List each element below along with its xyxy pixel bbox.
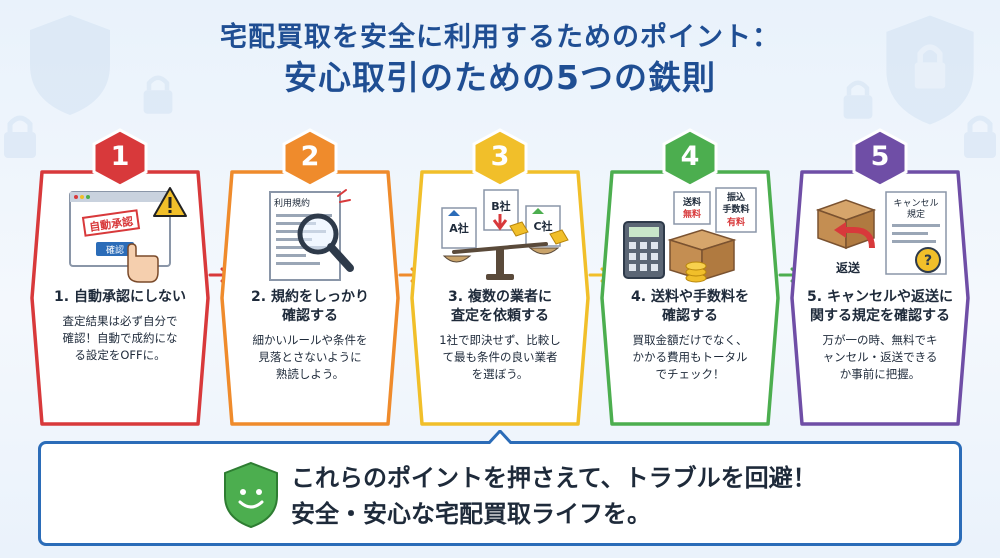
return-label: 返送 — [836, 260, 861, 275]
step-description: 査定結果は必ず自分で 確認！自動で成約にな る設定をOFFに。 — [62, 314, 178, 362]
background-shield-icon — [30, 15, 110, 115]
box-icon — [667, 229, 737, 282]
svg-text:手数料: 手数料 — [722, 203, 749, 215]
step-description: 買取金額だけでなく、 かかる費用もトータル でチェック！ — [632, 333, 748, 381]
step-illustration: A社 B社 C社 — [441, 189, 569, 280]
svg-text:A社: A社 — [449, 221, 469, 235]
background-lock-icon — [4, 115, 36, 158]
auto-approve-stamp: 自動承認 — [88, 214, 134, 234]
svg-text:B社: B社 — [491, 199, 510, 213]
step-badge — [852, 128, 908, 188]
calculator-icon — [623, 221, 665, 279]
step-heading: 4. 送料や手数料を 確認する — [631, 289, 749, 324]
svg-text:有料: 有料 — [727, 216, 745, 228]
step-heading: 2. 規約をしっかり 確認する — [251, 289, 369, 324]
background-shield-icon — [886, 15, 974, 125]
step-badge — [92, 128, 148, 188]
svg-text:?: ? — [924, 253, 932, 269]
background-lock-icon — [843, 80, 873, 119]
step-illustration: 利用規約 — [269, 189, 354, 281]
svg-text:送料: 送料 — [682, 196, 701, 208]
step-description: 万が一の時、無料でキ ャンセル・返送できる か事前に把握。 — [822, 333, 938, 381]
step-number: 1 — [110, 141, 130, 172]
pointing-hand-icon — [127, 243, 159, 283]
confirm-button-label: 確認 — [106, 244, 124, 256]
browser-window-icon — [69, 191, 171, 267]
company-b-doc: B社 — [483, 189, 519, 231]
step-card-3: 3 A社 B社 C社 3. 複数の業者に 査定を — [410, 128, 590, 428]
svg-text:無料: 無料 — [683, 208, 701, 220]
svg-text:規定: 規定 — [907, 208, 925, 220]
return-arrow-icon — [834, 222, 875, 249]
step-illustration: 自動承認 確認 — [69, 187, 187, 283]
step-illustration: 送料 無料 振込 手数料 有料 — [623, 187, 757, 283]
svg-text:振込: 振込 — [727, 191, 745, 203]
step-badge — [472, 128, 528, 188]
scale-icon — [442, 242, 560, 280]
smiling-shield-icon — [224, 461, 278, 529]
summary-message: これらのポイントを押さえて、トラブルを回避！ 安全・安心な宅配買取ライフを。 — [291, 464, 817, 528]
summary-banner: これらのポイントを押さえて、トラブルを回避！ 安全・安心な宅配買取ライフを。 — [38, 441, 962, 546]
page-title: 宅配買取を安全に利用するためのポイント： 安心取引のための5つの鉄則 — [0, 20, 1000, 100]
background-lock-icon — [143, 75, 173, 114]
title-line-2: 安心取引のための5つの鉄則 — [284, 58, 716, 97]
step-number: 2 — [300, 141, 320, 172]
terms-doc-title: 利用規約 — [274, 197, 310, 209]
step-description: 1社で即決せず、比較し て最も条件の良い業者 を選ぼう。 — [439, 333, 561, 381]
price-tag-icon — [509, 221, 569, 245]
step-badge — [282, 128, 338, 188]
svg-text:キャンセル: キャンセル — [893, 198, 938, 209]
step-card-1: 1 自動承認 確認 1. 自動承認にしない 査定結果は必ず自分で 確認！自動で成… — [30, 128, 210, 428]
step-card-4: 4 送料 無料 振込 手数料 — [600, 128, 780, 428]
step-heading: 1. 自動承認にしない — [54, 289, 186, 305]
coins-icon — [685, 261, 707, 283]
step-illustration: 返送 キャンセル 規定 ? — [815, 191, 947, 275]
magnifier-icon — [297, 213, 354, 272]
svg-text:C社: C社 — [533, 219, 552, 233]
background-lock-icon — [964, 115, 996, 158]
step-card-5: 5 返送 キャンセル 規定 ? 5. キャンセルや返送に 関する規定を確認する … — [790, 128, 970, 428]
step-card-2: 2 利用規約 2. 規約をしっかり 確認する 細かいルールや条件を 見落とさない… — [220, 128, 400, 428]
step-heading: 3. 複数の業者に 査定を依頼する — [448, 289, 552, 324]
step-number: 4 — [680, 141, 700, 172]
step-number: 5 — [870, 141, 890, 172]
fee-note: 振込 手数料 有料 — [715, 187, 757, 233]
company-a-doc: A社 — [441, 207, 477, 249]
warning-icon — [153, 187, 187, 217]
card-frame — [220, 170, 400, 426]
banner-pointer — [488, 430, 512, 444]
step-badge — [662, 128, 718, 188]
title-line-1: 宅配買取を安全に利用するためのポイント： — [220, 22, 780, 53]
step-number: 3 — [490, 141, 510, 172]
shipping-free-note: 送料 無料 — [673, 191, 711, 225]
step-heading: 5. キャンセルや返送に 関する規定を確認する — [807, 289, 953, 324]
step-description: 細かいルールや条件を 見落とさないように 熟読しよう。 — [252, 333, 368, 381]
question-icon: ? — [915, 247, 941, 273]
